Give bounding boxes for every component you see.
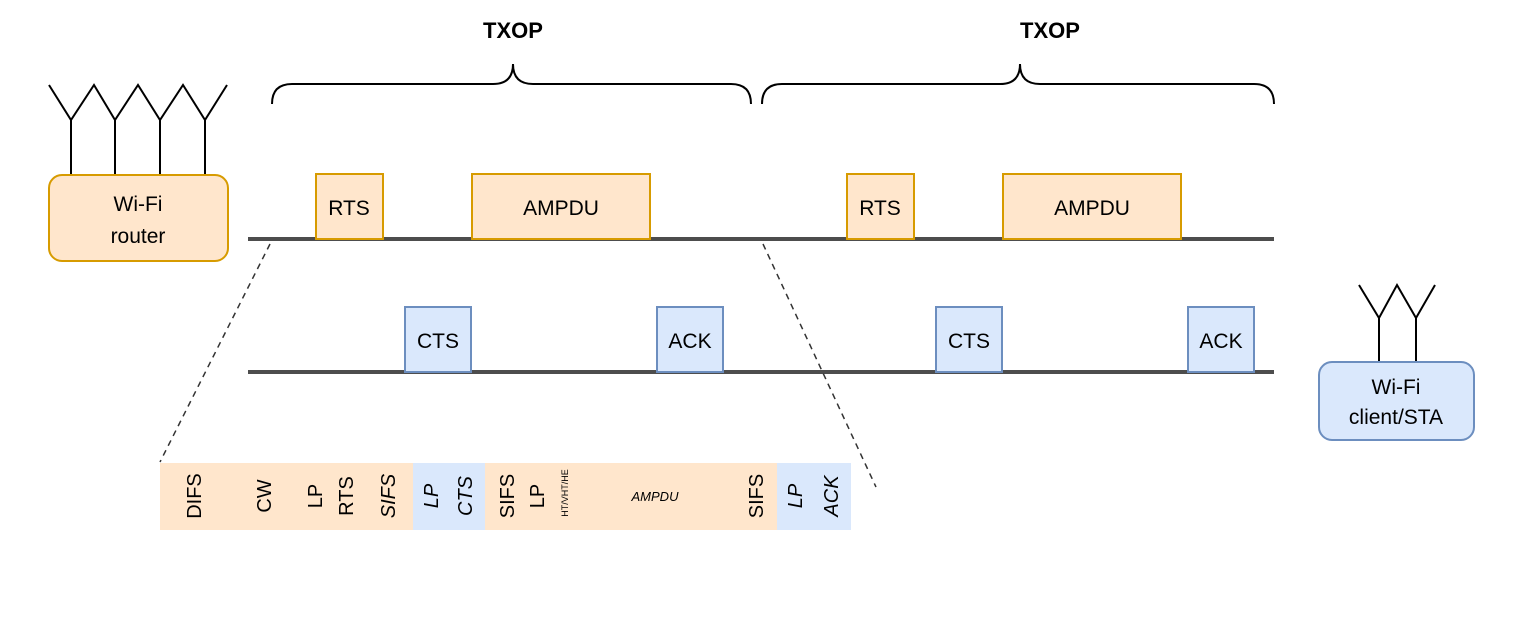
seg-ack: ACK [821, 474, 843, 518]
seg-ht-vht-he: HT/VHT/HE [560, 469, 570, 517]
rts-frame-1 [315, 173, 384, 240]
seg-lp-1: LP [305, 484, 327, 508]
seg-rts: RTS [336, 476, 358, 516]
rts-label-2: RTS [859, 197, 901, 220]
ack-frame-1 [656, 306, 724, 373]
client-label-line1: Wi-Fi [1372, 376, 1421, 399]
txop-brace-1 [271, 63, 752, 105]
seg-lp-2: LP [421, 483, 443, 508]
rts-frame-2 [846, 173, 915, 240]
breakdown-bg-1 [160, 463, 413, 530]
router-antenna-icon [48, 83, 228, 175]
cts-frame-1 [404, 306, 472, 373]
client-antenna-icon [1358, 282, 1436, 362]
zoom-line-left [159, 243, 271, 463]
router-label-line2: router [111, 225, 166, 248]
seg-lp-4: LP [785, 483, 807, 508]
ack-label-2: ACK [1199, 330, 1242, 353]
cts-label-1: CTS [417, 330, 459, 353]
cts-frame-2 [935, 306, 1003, 373]
seg-cts: CTS [455, 475, 477, 516]
breakdown-bg-3 [485, 463, 777, 530]
cts-label-2: CTS [948, 330, 990, 353]
ack-frame-2 [1187, 306, 1255, 373]
seg-lp-3: LP [527, 484, 549, 508]
txop-label-1: TXOP [483, 18, 543, 43]
client-box [1318, 361, 1475, 441]
breakdown-bg-2 [413, 463, 485, 530]
ampdu-frame-2 [1002, 173, 1182, 240]
rts-label-1: RTS [328, 197, 370, 220]
txop-label-2: TXOP [1020, 18, 1080, 43]
ampdu-label-2: AMPDU [1054, 197, 1130, 220]
seg-sifs-1: SIFS [378, 473, 400, 518]
ampdu-frame-1 [471, 173, 651, 240]
breakdown-bg-4 [777, 463, 851, 530]
router-box [48, 174, 229, 262]
ampdu-label-1: AMPDU [523, 197, 599, 220]
zoom-line-right [762, 243, 877, 488]
router-label-line1: Wi-Fi [114, 193, 163, 216]
seg-ampdu: AMPDU [631, 489, 680, 504]
seg-cw: CW [254, 479, 276, 512]
seg-sifs-2: SIFS [497, 474, 519, 518]
seg-sifs-3: SIFS [746, 474, 768, 518]
ack-label-1: ACK [668, 330, 711, 353]
txop-brace-2 [761, 63, 1275, 105]
seg-difs: DIFS [184, 473, 206, 519]
client-label-line2: client/STA [1349, 406, 1443, 429]
